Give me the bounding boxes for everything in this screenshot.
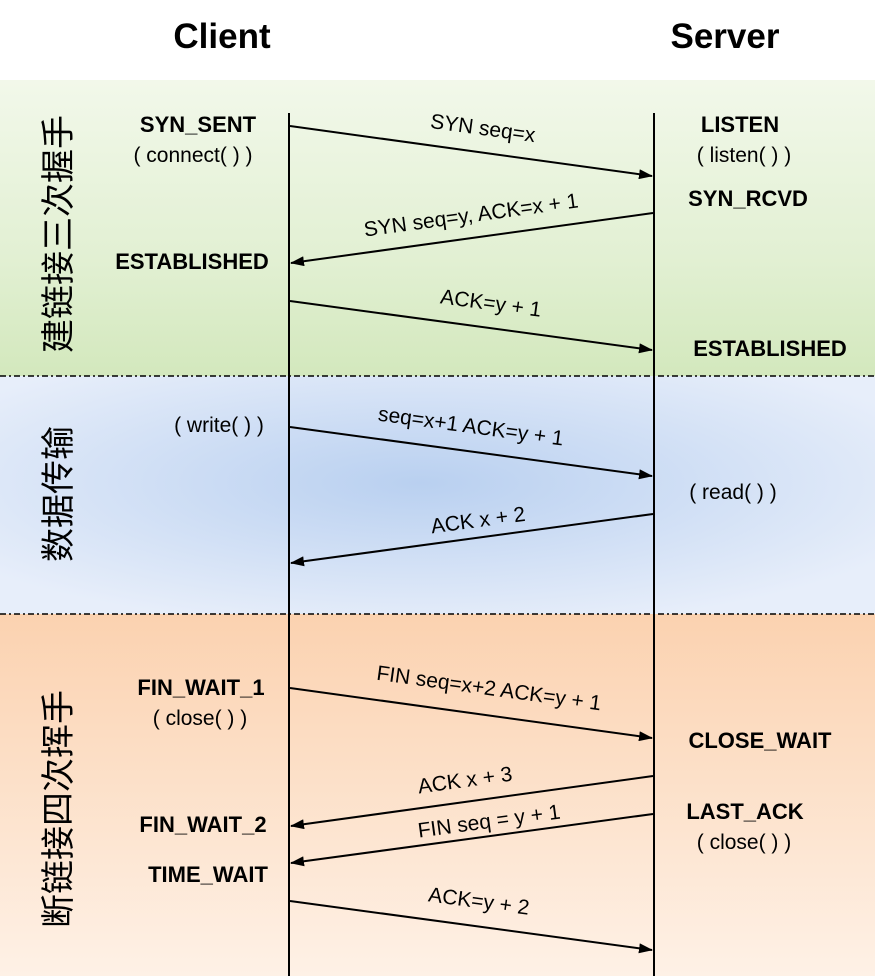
client-state-fin-wait-1: FIN_WAIT_1 [137, 675, 264, 700]
client-header: Client [173, 17, 271, 56]
arrow-ack-fin [290, 775, 654, 830]
server-call-read: ( read( ) ) [689, 481, 777, 504]
phase-label-handshake: 建链接三次握手 [39, 115, 79, 353]
server-state-established: ESTABLISHED [693, 336, 847, 361]
server-state-syn-rcvd: SYN_RCVD [688, 186, 808, 211]
arrow-ack [289, 300, 653, 354]
arrow-final-ack [289, 900, 653, 954]
phase-label-teardown: 断链接四次挥手 [39, 690, 79, 928]
client-state-time-wait: TIME_WAIT [148, 862, 268, 887]
arrow-syn-ack [290, 212, 654, 267]
arrow-syn [289, 125, 653, 180]
phase-band-transfer [0, 376, 875, 614]
arrow-data [289, 426, 653, 480]
client-call-close: ( close( ) ) [153, 707, 248, 730]
arrow-fin-server [290, 813, 654, 867]
server-state-last-ack: LAST_ACK [686, 799, 803, 824]
phase-label-transfer: 数据传输 [39, 426, 79, 562]
client-state-fin-wait-2: FIN_WAIT_2 [139, 812, 266, 837]
arrow-fin-client [289, 687, 653, 742]
server-call-listen: ( listen( ) ) [697, 144, 792, 167]
arrow-data-ack [290, 513, 654, 567]
server-call-close: ( close( ) ) [697, 831, 792, 854]
phase-band-teardown [0, 614, 875, 976]
client-state-syn-sent: SYN_SENT [140, 112, 257, 137]
server-state-close-wait: CLOSE_WAIT [688, 728, 832, 753]
client-call-connect: ( connect( ) ) [133, 144, 252, 167]
phase-band-handshake [0, 80, 875, 376]
client-call-write: ( write( ) ) [174, 414, 264, 437]
server-header: Server [671, 17, 780, 56]
client-state-established: ESTABLISHED [115, 249, 269, 274]
server-state-listen: LISTEN [701, 112, 779, 137]
